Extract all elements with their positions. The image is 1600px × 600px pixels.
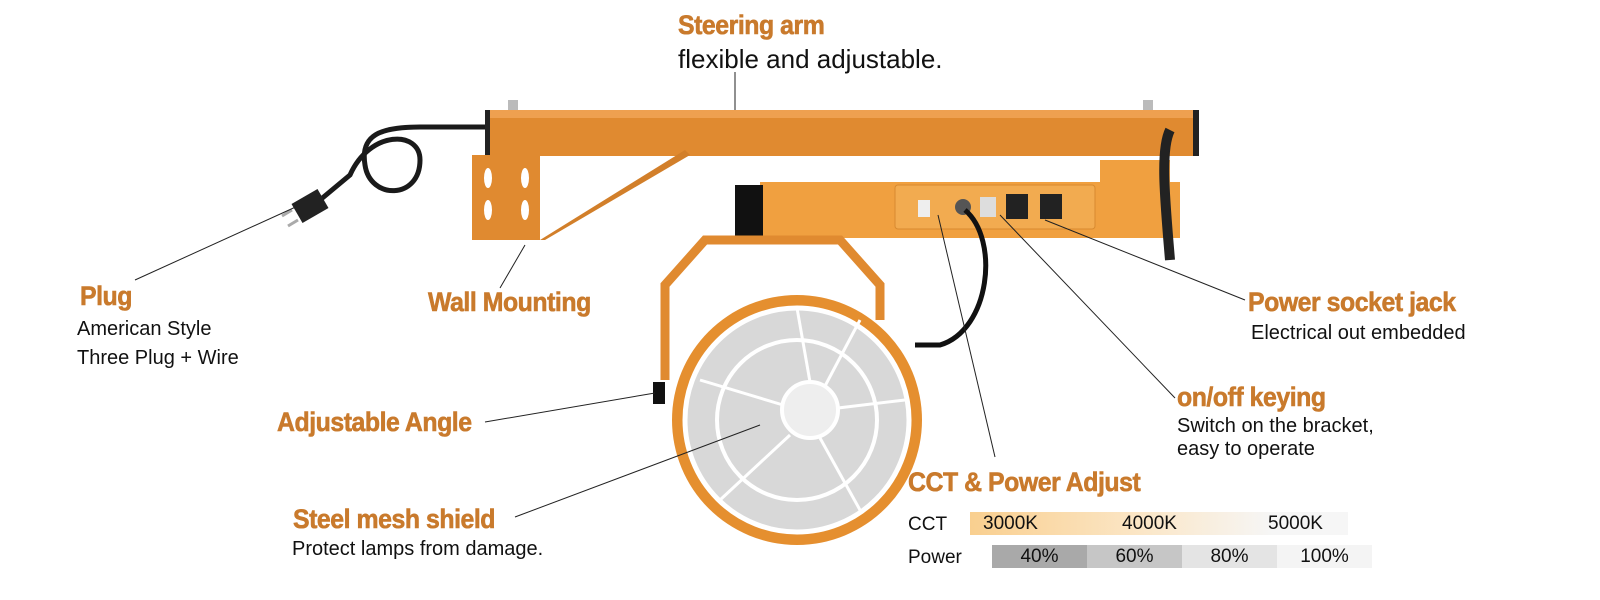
power-40: 40% bbox=[992, 545, 1087, 568]
power-cord bbox=[318, 124, 487, 202]
onoff-line1: Switch on the bracket, bbox=[1177, 415, 1374, 437]
onoff-line2: easy to operate bbox=[1177, 438, 1315, 460]
cct-bar: 3000K 4000K 5000K bbox=[970, 512, 1348, 535]
steel-mesh-title: Steel mesh shield bbox=[293, 504, 496, 535]
cct-power-title: CCT & Power Adjust bbox=[908, 467, 1141, 498]
cct-5000k: 5000K bbox=[1268, 512, 1323, 534]
plug-line2: Three Plug + Wire bbox=[77, 347, 239, 369]
onoff-title: on/off keying bbox=[1177, 382, 1327, 413]
steel-mesh-desc: Protect lamps from damage. bbox=[292, 538, 544, 560]
plug-line1: American Style bbox=[77, 318, 212, 340]
adjustable-angle-title: Adjustable Angle bbox=[277, 407, 473, 438]
cct-3000k: 3000K bbox=[983, 512, 1038, 534]
steering-arm-title: Steering arm bbox=[678, 10, 825, 41]
power-bar: 40% 60% 80% 100% bbox=[992, 545, 1372, 568]
cct-label: CCT bbox=[908, 514, 948, 535]
power-label: Power bbox=[908, 547, 962, 568]
cct-4000k: 4000K bbox=[1122, 512, 1177, 534]
outlet-icon bbox=[1006, 194, 1028, 219]
wall-mounting-title: Wall Mounting bbox=[428, 287, 592, 318]
power-80: 80% bbox=[1182, 545, 1277, 568]
plug-title: Plug bbox=[80, 281, 133, 312]
outlet-icon bbox=[1040, 194, 1062, 219]
leader-lines bbox=[134, 72, 1246, 518]
power-socket-desc: Electrical out embedded bbox=[1251, 322, 1466, 344]
power-100: 100% bbox=[1277, 545, 1372, 568]
power-socket-title: Power socket jack bbox=[1248, 287, 1457, 318]
plug-icon bbox=[291, 188, 329, 224]
switch-icon bbox=[918, 200, 930, 217]
power-60: 60% bbox=[1087, 545, 1182, 568]
wall-bracket bbox=[472, 155, 540, 240]
steering-arm-desc: flexible and adjustable. bbox=[678, 44, 943, 74]
